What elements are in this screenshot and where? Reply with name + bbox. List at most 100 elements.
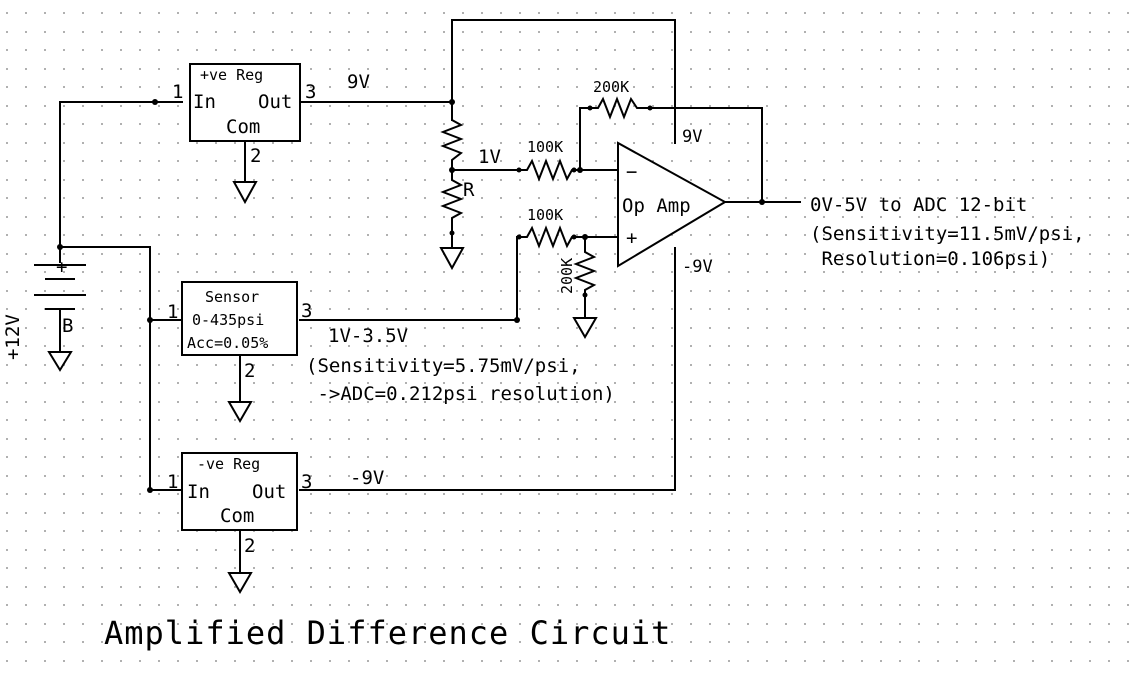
grid-dot xyxy=(348,419,350,421)
grid-dot xyxy=(899,364,901,366)
grid-dot xyxy=(614,549,616,551)
grid-dot xyxy=(595,12,597,14)
grid-dot xyxy=(1089,586,1091,588)
grid-dot xyxy=(823,475,825,477)
grid-dot xyxy=(424,31,426,33)
grid-dot xyxy=(1051,123,1053,125)
grid-dot xyxy=(595,68,597,70)
grid-dot xyxy=(614,382,616,384)
grid-dot xyxy=(519,327,521,329)
grid-dot xyxy=(348,271,350,273)
grid-dot xyxy=(1051,49,1053,51)
grid-dot xyxy=(709,401,711,403)
grid-dot xyxy=(348,68,350,70)
grid-dot xyxy=(576,456,578,458)
grid-dot xyxy=(405,12,407,14)
grid-dot xyxy=(405,641,407,643)
grid-dot xyxy=(1108,493,1110,495)
grid-dot xyxy=(253,567,255,569)
grid-dot xyxy=(481,31,483,33)
grid-dot xyxy=(652,308,654,310)
grid-dot xyxy=(519,290,521,292)
grid-dot xyxy=(937,12,939,14)
grid-dot xyxy=(63,86,65,88)
grid-dot xyxy=(329,567,331,569)
grid-dot xyxy=(139,456,141,458)
grid-dot xyxy=(443,216,445,218)
grid-dot xyxy=(234,12,236,14)
grid-dot xyxy=(709,160,711,162)
grid-dot xyxy=(424,641,426,643)
grid-dot xyxy=(975,604,977,606)
grid-dot xyxy=(500,549,502,551)
grid-dot xyxy=(614,567,616,569)
grid-dot xyxy=(1089,327,1091,329)
grid-dot xyxy=(1127,271,1129,273)
grid-dot xyxy=(44,290,46,292)
grid-dot xyxy=(823,419,825,421)
sensor-sensitivity: (Sensitivity=5.75mV/psi, xyxy=(306,355,581,377)
grid-dot xyxy=(443,197,445,199)
grid-dot xyxy=(291,604,293,606)
grid-dot xyxy=(177,86,179,88)
grid-dot xyxy=(291,142,293,144)
grid-dot xyxy=(956,493,958,495)
grid-dot xyxy=(1051,253,1053,255)
grid-dot xyxy=(766,382,768,384)
grid-dot xyxy=(975,86,977,88)
resistor-100k-bottom xyxy=(516,225,576,249)
grid-dot xyxy=(443,493,445,495)
grid-dot xyxy=(994,438,996,440)
grid-dot xyxy=(6,68,8,70)
grid-dot xyxy=(956,253,958,255)
grid-dot xyxy=(1070,234,1072,236)
grid-dot xyxy=(310,123,312,125)
grid-dot xyxy=(44,586,46,588)
grid-dot xyxy=(652,438,654,440)
grid-dot xyxy=(842,364,844,366)
grid-dot xyxy=(63,49,65,51)
pos-reg-pin3: 3 xyxy=(305,81,316,103)
grid-dot xyxy=(557,456,559,458)
grid-dot xyxy=(823,49,825,51)
grid-dot xyxy=(139,12,141,14)
grid-dot xyxy=(595,105,597,107)
grid-dot xyxy=(538,308,540,310)
grid-dot xyxy=(82,49,84,51)
grid-dot xyxy=(6,623,8,625)
grid-dot xyxy=(785,382,787,384)
grid-dot xyxy=(557,438,559,440)
grid-dot xyxy=(177,586,179,588)
grid-dot xyxy=(576,401,578,403)
grid-dot xyxy=(1070,567,1072,569)
grid-dot xyxy=(25,12,27,14)
grid-dot xyxy=(918,234,920,236)
grid-dot xyxy=(937,216,939,218)
grid-dot xyxy=(538,456,540,458)
grid-dot xyxy=(101,86,103,88)
grid-dot xyxy=(1089,179,1091,181)
grid-dot xyxy=(1013,586,1015,588)
grid-dot xyxy=(234,438,236,440)
grid-dot xyxy=(405,438,407,440)
neg-reg-pin1: 1 xyxy=(167,471,178,493)
grid-dot xyxy=(405,160,407,162)
grid-dot xyxy=(994,419,996,421)
grid-dot xyxy=(101,290,103,292)
grid-dot xyxy=(215,179,217,181)
grid-dot xyxy=(6,567,8,569)
ground-icon xyxy=(232,181,258,205)
junction-dot xyxy=(152,99,158,105)
grid-dot xyxy=(120,456,122,458)
grid-dot xyxy=(728,641,730,643)
grid-dot xyxy=(405,327,407,329)
grid-dot xyxy=(538,438,540,440)
grid-dot xyxy=(101,549,103,551)
grid-dot xyxy=(519,623,521,625)
grid-dot xyxy=(25,382,27,384)
grid-dot xyxy=(614,308,616,310)
grid-dot xyxy=(120,68,122,70)
grid-dot xyxy=(405,419,407,421)
grid-dot xyxy=(367,234,369,236)
grid-dot xyxy=(101,123,103,125)
